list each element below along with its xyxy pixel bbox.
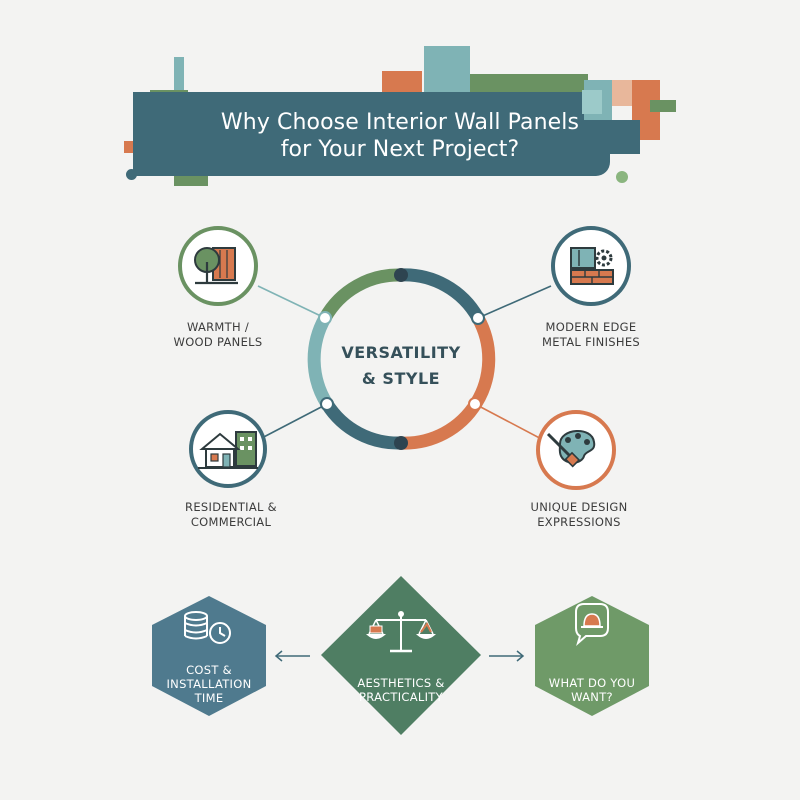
center-title: VERSATILITY & STYLE (321, 340, 481, 392)
deco-square (382, 71, 422, 92)
metal-panel-gear-icon (570, 247, 614, 285)
tree-wood-panel-icon (194, 247, 238, 285)
deco-square (650, 100, 676, 112)
balance-scale-icon (366, 611, 436, 653)
label-aesthetics: AESTHETICS & PRACTICALITY (341, 676, 461, 704)
label-line: METAL FINISHES (542, 335, 640, 349)
label-line: AESTHETICS & (357, 676, 445, 690)
label-line: WARMTH / (186, 320, 250, 334)
ring-joint (320, 397, 334, 411)
arrow-right-icon (489, 650, 525, 662)
label-residential: RESIDENTIAL & COMMERCIAL (156, 500, 306, 530)
ring-dot-top (394, 268, 408, 282)
ring-joint (468, 397, 482, 411)
ring-segment-green (319, 268, 402, 322)
coins-clock-icon (184, 611, 231, 644)
node-modern (551, 226, 631, 306)
label-line: WHAT DO YOU (548, 676, 636, 690)
hexagon-want (535, 596, 649, 716)
connector-warmth (257, 285, 326, 319)
house-building-icon (198, 431, 258, 469)
label-line: MODERN EDGE (545, 320, 637, 334)
title-line-2: for Your Next Project? (280, 137, 520, 162)
title-banner (133, 92, 610, 176)
label-cost: COST & INSTALLATION TIME (159, 663, 259, 705)
deco-square (582, 90, 602, 114)
connector-residential (257, 403, 328, 441)
ring-joint (318, 311, 332, 325)
label-line: RESIDENTIAL & (185, 500, 277, 514)
label-warmth: WARMTH / WOOD PANELS (148, 320, 288, 350)
node-unique (536, 410, 616, 490)
node-residential (189, 410, 267, 488)
deco-dot (126, 169, 137, 180)
connector-unique (474, 403, 550, 444)
label-line: COMMERCIAL (190, 515, 272, 529)
deco-square (600, 120, 640, 154)
arrow-left-icon (274, 650, 310, 662)
label-unique: UNIQUE DESIGN EXPRESSIONS (504, 500, 654, 530)
ring-joint (471, 311, 485, 325)
label-line: WOOD PANELS (173, 335, 263, 349)
palette-brush-icon (546, 429, 596, 468)
ring-segment-dark (400, 268, 484, 322)
label-line: UNIQUE DESIGN (530, 500, 628, 514)
label-modern: MODERN EDGE METAL FINISHES (516, 320, 666, 350)
label-line: PRACTICALITY (359, 690, 443, 704)
deco-square (174, 57, 184, 107)
ring-dot-bottom (394, 436, 408, 450)
label-line: TIME (194, 691, 224, 705)
speech-bubble-hardhat-icon (575, 603, 609, 646)
title-line-1: Why Choose Interior Wall Panels (220, 110, 580, 135)
label-want: WHAT DO YOU WANT? (537, 676, 647, 704)
label-line: EXPRESSIONS (537, 515, 621, 529)
ring-segment-light (307, 314, 333, 408)
ring-segment-dark-bottom (321, 400, 402, 450)
center-line-2: & STYLE (361, 369, 441, 388)
label-line: WANT? (571, 690, 613, 704)
diamond-aesthetics (321, 576, 481, 735)
label-line: INSTALLATION (166, 677, 252, 691)
deco-square (424, 46, 470, 92)
deco-dot (616, 171, 628, 183)
node-warmth (178, 226, 258, 306)
deco-square (470, 74, 588, 92)
label-line: COST & (186, 663, 232, 677)
hexagon-cost (152, 596, 266, 716)
center-line-1: VERSATILITY (341, 343, 461, 362)
connector-modern (477, 285, 552, 319)
deco-square (612, 80, 634, 106)
